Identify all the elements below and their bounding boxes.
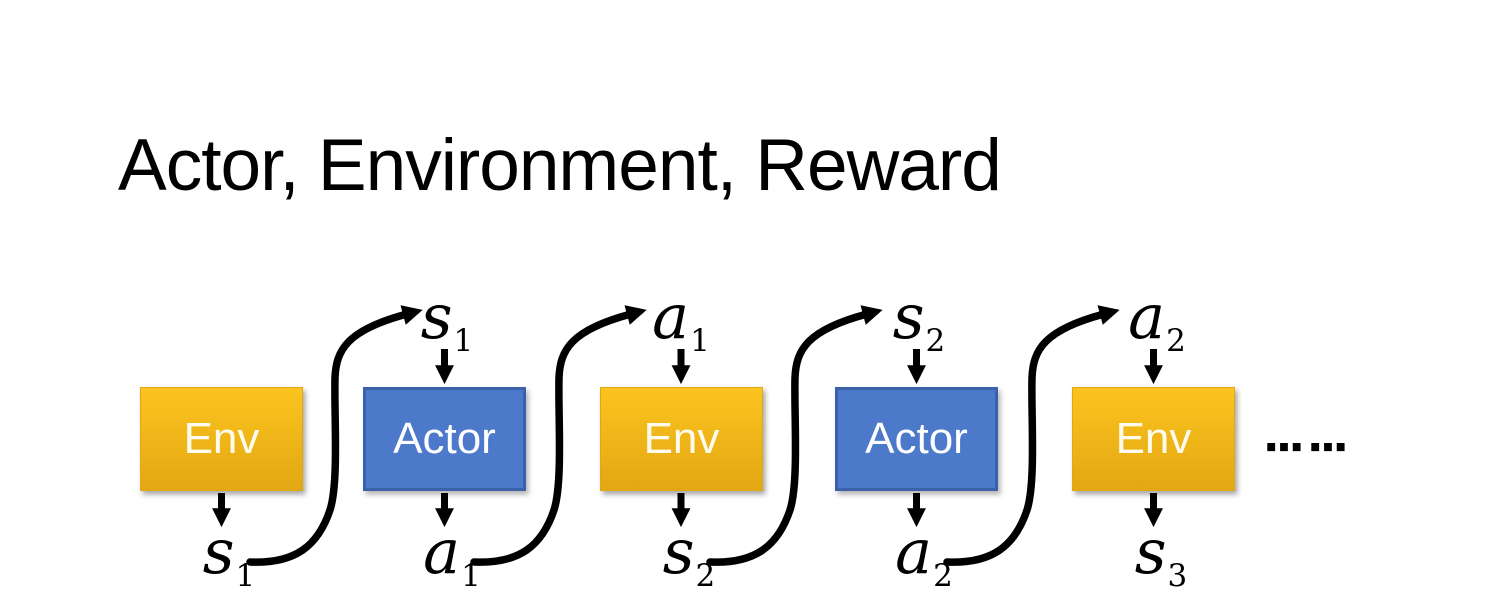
bottom-label-s3: s3: [1135, 521, 1188, 595]
top-label-a2: a2: [1128, 286, 1186, 360]
continuation-ellipsis: ……: [1263, 415, 1352, 459]
curved-arrow-s2-to-actor2: [706, 305, 883, 566]
actor-box-1: Actor: [363, 387, 526, 491]
env-box-2: Env: [600, 387, 763, 491]
bottom-label-a1-base: a: [423, 515, 461, 588]
top-label-a1-base: a: [652, 280, 690, 353]
top-label-s2: s2: [893, 286, 946, 360]
bottom-label-a2-base: a: [895, 515, 933, 588]
top-label-s1-base: s: [420, 280, 453, 353]
curved-arrow-a1-to-env2: [470, 305, 647, 566]
bottom-label-a1: a1: [423, 521, 481, 595]
bottom-label-s1: s1: [203, 521, 256, 595]
top-label-a1-sub: 1: [690, 323, 710, 359]
bottom-label-a2: a2: [895, 521, 953, 595]
top-label-a2-sub: 2: [1166, 323, 1186, 359]
bottom-label-a2-sub: 2: [933, 558, 953, 594]
bottom-label-s3-base: s: [1134, 515, 1167, 588]
bottom-label-s3-sub: 3: [1167, 558, 1188, 594]
top-label-a2-base: a: [1128, 280, 1166, 353]
top-label-s2-sub: 2: [925, 323, 946, 359]
bottom-label-s1-sub: 1: [235, 558, 256, 594]
top-label-s1-sub: 1: [453, 323, 474, 359]
top-label-s1: s1: [421, 286, 474, 360]
bottom-label-s1-base: s: [202, 515, 235, 588]
bottom-label-s2: s2: [663, 521, 716, 595]
bottom-label-a1-sub: 1: [461, 558, 481, 594]
actor-box-2: Actor: [835, 387, 998, 491]
bottom-label-s2-base: s: [662, 515, 695, 588]
bottom-label-s2-sub: 2: [695, 558, 716, 594]
top-label-a1: a1: [652, 286, 710, 360]
curved-arrow-a2-to-env3: [943, 305, 1120, 566]
env-box-1: Env: [140, 387, 303, 491]
curved-arrow-s1-to-actor1: [246, 305, 423, 566]
page-title: Actor, Environment, Reward: [118, 125, 1002, 206]
env-box-3: Env: [1072, 387, 1235, 491]
top-label-s2-base: s: [892, 280, 925, 353]
